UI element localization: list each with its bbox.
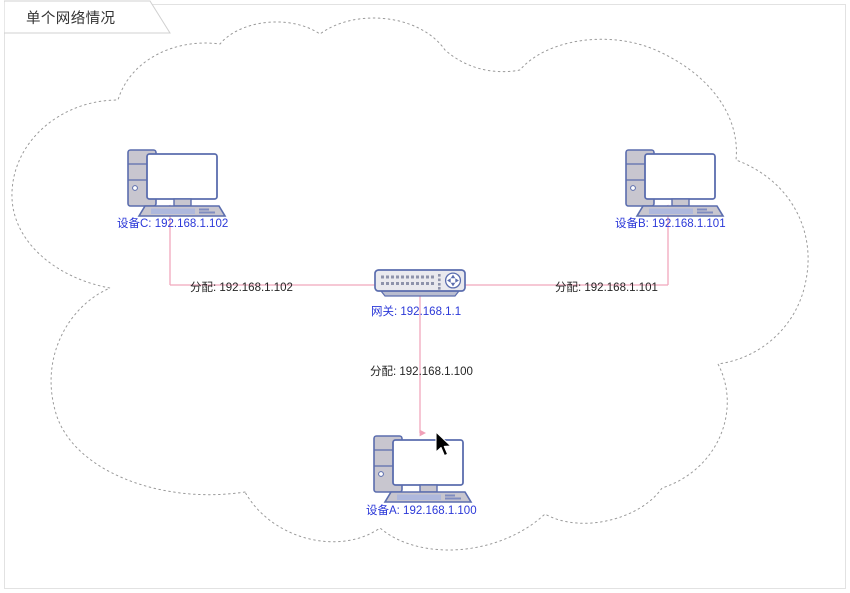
gateway-switch-icon[interactable] [374,269,466,297]
tab-single-network[interactable]: 单个网络情况 [4,0,174,34]
device-c-label: 设备C: 192.168.1.102 [117,218,229,230]
device-b-icon[interactable] [625,149,725,217]
network-cloud [11,17,809,551]
link-a-label: 分配: 192.168.1.100 [370,366,473,378]
device-a-icon[interactable] [373,435,473,503]
gateway-label: 网关: 192.168.1.1 [371,306,462,318]
device-a-label: 设备A: 192.168.1.100 [366,505,477,517]
link-c-label: 分配: 192.168.1.102 [190,282,293,294]
device-b-label: 设备B: 192.168.1.101 [615,218,726,230]
link-b-label: 分配: 192.168.1.101 [555,282,658,294]
tab-shape [4,0,171,34]
tab-label: 单个网络情况 [26,11,116,27]
link-lines [164,204,669,437]
device-c-icon[interactable] [127,149,227,217]
